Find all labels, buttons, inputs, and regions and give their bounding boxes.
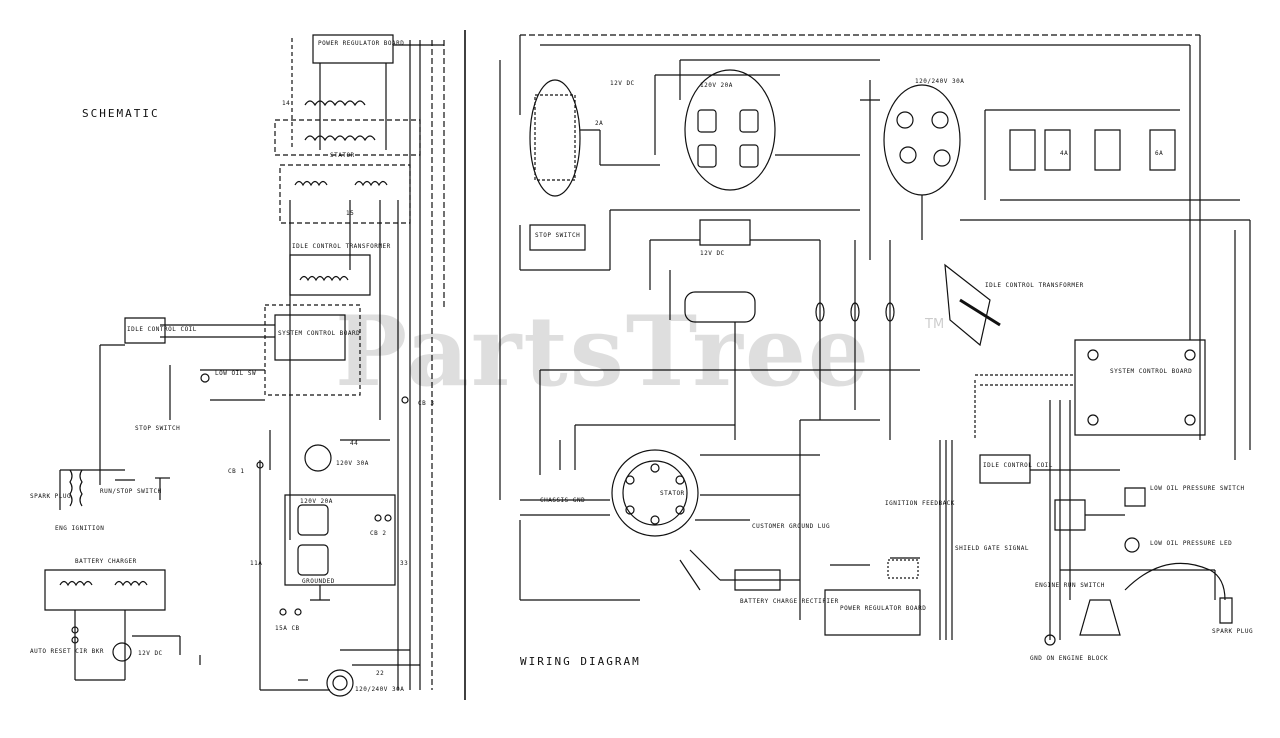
wire-label-6a: 6A (1155, 150, 1164, 157)
label-120v-20a: 120V 20A (300, 498, 333, 505)
cb-column-4 (1150, 130, 1175, 170)
label-gnd-on-engine: GND ON ENGINE BLOCK (1030, 655, 1109, 662)
wiring-240v-receptacle (884, 85, 960, 195)
stator-connector (612, 450, 698, 536)
label-cb2: CB 2 (370, 530, 387, 537)
wiring-120v-20a-receptacle (685, 70, 775, 190)
label-low-oil-sw: LOW OIL SW (215, 370, 257, 377)
label-240v: 120/240V 30A (355, 686, 405, 693)
scb-connector (685, 292, 755, 322)
power-regulator-board-box (313, 35, 393, 63)
battery-charger-box (45, 570, 165, 610)
wiring-12v-receptacle (530, 80, 580, 196)
label-spark-plug: SPARK PLUG (30, 493, 72, 500)
label-wiring-12v-dc: 12V DC (700, 250, 725, 257)
dc-12v-box (700, 220, 750, 245)
label-grounded: GROUNDED (302, 578, 335, 585)
spark-plug-cable (1125, 563, 1225, 600)
label-stator: STATOR (330, 152, 355, 159)
cb-column-3 (1095, 130, 1120, 170)
label-shield-gate-signal: SHIELD GATE SIGNAL (955, 545, 1030, 552)
label-wiring-power-regulator: POWER REGULATOR BOARD (840, 605, 927, 612)
label-ignition-feedback: IGNITION FEEDBACK (885, 500, 955, 507)
label-low-oil-pressure-led: LOW OIL PRESSURE LED (1150, 540, 1233, 547)
cb-column-1 (1010, 130, 1035, 170)
wire-label-44: 44 (350, 440, 359, 447)
label-wiring-idle-switch: STOP SWITCH (535, 232, 581, 239)
wire-label-15: 15 (346, 210, 355, 217)
cb-column-2 (1045, 130, 1070, 170)
label-wiring-120v-20a: 120V 20A (700, 82, 733, 89)
receptacle-240v-symbol (327, 670, 353, 696)
wire-label-22: 22 (376, 670, 385, 677)
label-battery-charge-rectifier: BATTERY CHARGE RECTIFIER (740, 598, 839, 605)
label-stop-switch: STOP SWITCH (135, 425, 181, 432)
stator-box (275, 120, 420, 155)
label-cb4: 15A CB (275, 625, 300, 632)
schematic-title: SCHEMATIC (82, 107, 160, 120)
label-customer-ground-lug: CUSTOMER GROUND LUG (752, 523, 831, 530)
trademark-symbol: TM (925, 317, 945, 332)
label-cb1: CB 1 (228, 468, 245, 475)
idle-control-transformer (290, 255, 370, 295)
system-control-board-right (1075, 340, 1205, 435)
label-12v-dc: 12V DC (138, 650, 163, 657)
idle-sensing-transformer (945, 265, 990, 345)
label-wiring-stator: STATOR (660, 490, 685, 497)
label-wiring-system-control-board: SYSTEM CONTROL BOARD (1110, 368, 1193, 375)
wire-label-14: 14 (282, 100, 291, 107)
label-120v-30a: 120V 30A (336, 460, 369, 467)
wire-label-11a: 11A (250, 560, 263, 567)
partstree-watermark: PartsTree (335, 295, 871, 408)
label-battery-charger: BATTERY CHARGER (75, 558, 137, 565)
battery-charge-rectifier-box (735, 570, 780, 590)
wiring-idle-control-coil (980, 455, 1030, 483)
low-oil-pressure-switch (1125, 488, 1145, 506)
wiring-diagram-title: WIRING DIAGRAM (520, 655, 641, 668)
idle-control-switch-box (530, 225, 585, 250)
label-wiring-spark-plug: SPARK PLUG (1212, 628, 1254, 635)
label-run-stop-switch: RUN/STOP SWITCH (100, 488, 162, 495)
label-cb3: CB 3 (418, 400, 435, 407)
wiring-power-regulator-board (825, 590, 920, 635)
receptacle-12v-symbol (305, 445, 331, 471)
label-system-control-board: SYSTEM CONTROL BOARD (278, 330, 361, 337)
label-wiring-240v: 120/240V 30A (915, 78, 965, 85)
label-wiring-transformer: IDLE CONTROL TRANSFORMER (985, 282, 1084, 289)
label-chassis-gnd: CHASSIS GND (540, 497, 586, 504)
receptacle-120v-box (285, 495, 395, 585)
wire-label-33: 33 (400, 560, 409, 567)
label-idle-control-transformer: IDLE CONTROL TRANSFORMER (292, 243, 391, 250)
label-auto-reset-cb: AUTO RESET CIR BKR (30, 648, 105, 655)
wire-label-4a: 4A (1060, 150, 1069, 157)
idle-control-coil-box (125, 318, 165, 343)
label-engine-ignition: ENG IGNITION (55, 525, 105, 532)
label-wiring-12v: 12V DC (610, 80, 635, 87)
label-wiring-idle-coil: IDLE CONTROL COIL (983, 462, 1053, 469)
wire-label-2a: 2A (595, 120, 604, 127)
label-power-regulator-board: POWER REGULATOR BOARD (318, 40, 405, 47)
label-engine-run-switch: ENGINE RUN SWITCH (1035, 582, 1105, 589)
label-low-oil-pressure-switch: LOW OIL PRESSURE SWITCH (1150, 485, 1245, 492)
label-idle-control-coil: IDLE CONTROL COIL (127, 326, 197, 333)
